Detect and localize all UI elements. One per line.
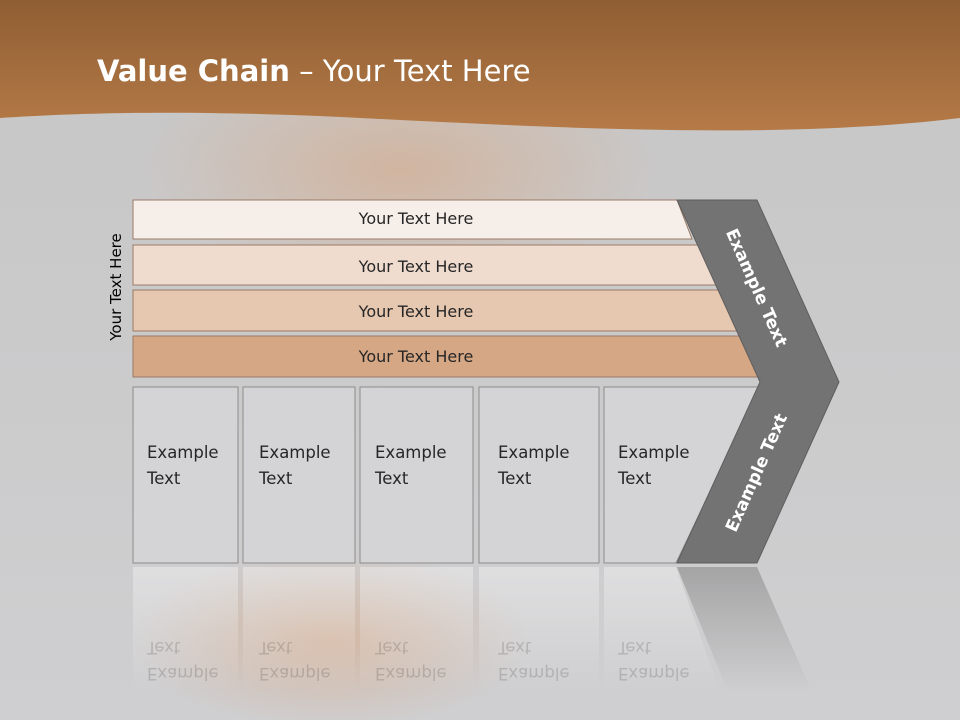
chevron-arrow bbox=[676, 199, 840, 564]
cell-1-reflection-line2: Text bbox=[147, 638, 181, 657]
bar-3-label: Your Text Here bbox=[358, 302, 474, 321]
cell-3-reflection-line1: Example bbox=[375, 664, 447, 683]
title-rest: – Your Text Here bbox=[289, 54, 531, 88]
cell-2-reflection-label: Example Text bbox=[259, 634, 331, 686]
cell-2-label: Example Text bbox=[259, 440, 331, 492]
cell-5-line1: Example bbox=[618, 443, 690, 462]
cell-3-reflection bbox=[360, 567, 473, 692]
cell-1-line2: Text bbox=[147, 469, 181, 488]
cell-4-label: Example Text bbox=[498, 440, 570, 492]
cell-1-reflection-label: Example Text bbox=[147, 634, 219, 686]
cell-2-reflection-line1: Example bbox=[259, 664, 331, 683]
header-band bbox=[0, 0, 960, 131]
cell-5 bbox=[603, 386, 761, 564]
cell-3-line1: Example bbox=[375, 443, 447, 462]
cell-4-reflection-label: Example Text bbox=[498, 634, 570, 686]
bar-1-label: Your Text Here bbox=[358, 209, 474, 228]
cell-2 bbox=[242, 386, 356, 564]
cell-5-reflection bbox=[604, 567, 720, 692]
bar-2-label: Your Text Here bbox=[358, 257, 474, 276]
title-bold: Value Chain bbox=[97, 54, 290, 88]
cell-4-line1: Example bbox=[498, 443, 570, 462]
cell-3 bbox=[359, 386, 474, 564]
cell-3-line2: Text bbox=[375, 469, 409, 488]
cell-4-reflection-line1: Example bbox=[498, 664, 570, 683]
cell-4 bbox=[478, 386, 600, 564]
cell-3-label: Example Text bbox=[375, 440, 447, 492]
cell-1-reflection bbox=[133, 567, 238, 692]
cell-5-label: Example Text bbox=[618, 440, 690, 492]
cell-5-line2: Text bbox=[618, 469, 652, 488]
cell-5-reflection-line1: Example bbox=[618, 664, 690, 683]
cell-5-reflection-label: Example Text bbox=[618, 634, 690, 686]
cell-3-reflection-label: Example Text bbox=[375, 634, 447, 686]
cell-4-reflection-line2: Text bbox=[498, 638, 532, 657]
cell-1-reflection-line1: Example bbox=[147, 664, 219, 683]
cell-2-reflection-line2: Text bbox=[259, 638, 293, 657]
cell-1-line1: Example bbox=[147, 443, 219, 462]
bar-1 bbox=[132, 199, 693, 240]
slide-title: Value Chain – Your Text Here bbox=[97, 54, 531, 88]
cell-4-line2: Text bbox=[498, 469, 532, 488]
cell-2-reflection bbox=[243, 567, 355, 692]
bar-4-label: Your Text Here bbox=[358, 347, 474, 366]
cell-1 bbox=[132, 386, 239, 564]
cell-1-label: Example Text bbox=[147, 440, 219, 492]
side-label-text: Your Text Here bbox=[107, 233, 125, 341]
cell-5-reflection-line2: Text bbox=[618, 638, 652, 657]
cell-2-line2: Text bbox=[259, 469, 293, 488]
cell-4-reflection bbox=[479, 567, 599, 692]
cell-2-line1: Example bbox=[259, 443, 331, 462]
cell-3-reflection-line2: Text bbox=[375, 638, 409, 657]
chevron-reflection bbox=[677, 567, 812, 692]
